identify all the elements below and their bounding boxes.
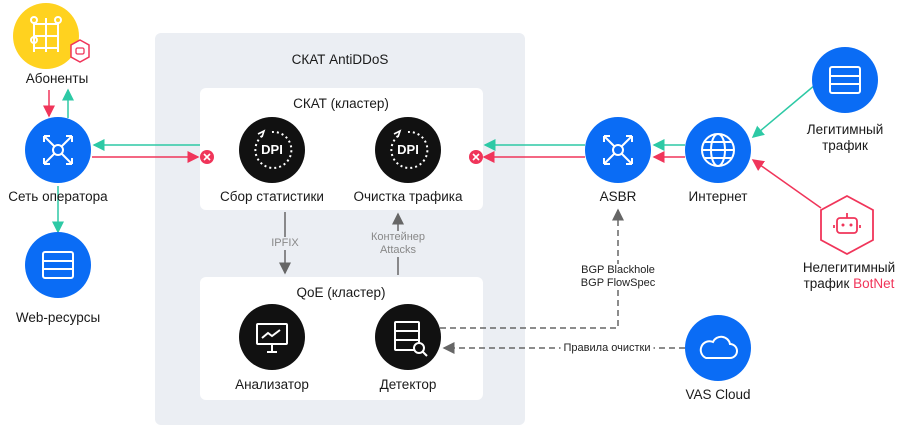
cleaning-label: Очистка трафика [353,189,463,204]
detector-label: Детектор [379,377,437,392]
legit-label-2: трафик [822,138,868,153]
botnet-icon [820,194,874,256]
asbr-label: ASBR [599,189,637,204]
skat-cluster-title: СКАТ (кластер) [293,96,389,111]
subscribers-icon [13,3,79,69]
router-icon [585,117,651,183]
vas-cloud-label: VAS Cloud [685,387,751,402]
server-icon [812,47,878,113]
analyzer-icon [239,304,305,370]
dpi-cleaning-icon [375,117,441,183]
subscribers-label: Абоненты [25,71,89,86]
bgp-flowspec-label: BGP FlowSpec [580,277,656,290]
bot-hex-icon [70,39,90,63]
bgp-blackhole-label: BGP Blackhole [581,264,655,277]
blocked-icon [469,150,483,164]
rules-label: Правила очистки [560,342,654,355]
web-resources-label: Web-ресурсы [15,310,101,325]
legit-label-1: Легитимный [806,122,884,137]
ipfix-label: IPFIX [271,237,299,250]
dpi-text: DPI [397,142,419,157]
operator-network-label: Сеть оператора [8,189,108,204]
botnet-text: BotNet [853,276,895,291]
attacks-label: Attacks [379,244,417,257]
cloud-icon [685,315,751,381]
skat-antiddos-title: СКАТ AntiDDoS [291,52,389,67]
illegit-label-2: трафик BotNet [804,276,895,292]
globe-icon [685,117,751,183]
illegit-label-1: Нелегитимный [802,260,896,275]
edges [43,84,822,354]
analyzer-label: Анализатор [235,377,309,392]
router-icon [25,117,91,183]
stats-label: Сбор статистики [220,189,324,204]
blocked-icon [200,150,214,164]
illegit-traffic-text: трафик [803,276,850,291]
server-icon [25,232,91,298]
detector-icon [375,304,441,370]
internet-label: Интернет [688,189,748,204]
dpi-stats-icon [239,117,305,183]
container-label: Контейнер [370,231,426,244]
qoe-cluster-title: QoE (кластер) [296,285,386,300]
dpi-text: DPI [261,142,283,157]
